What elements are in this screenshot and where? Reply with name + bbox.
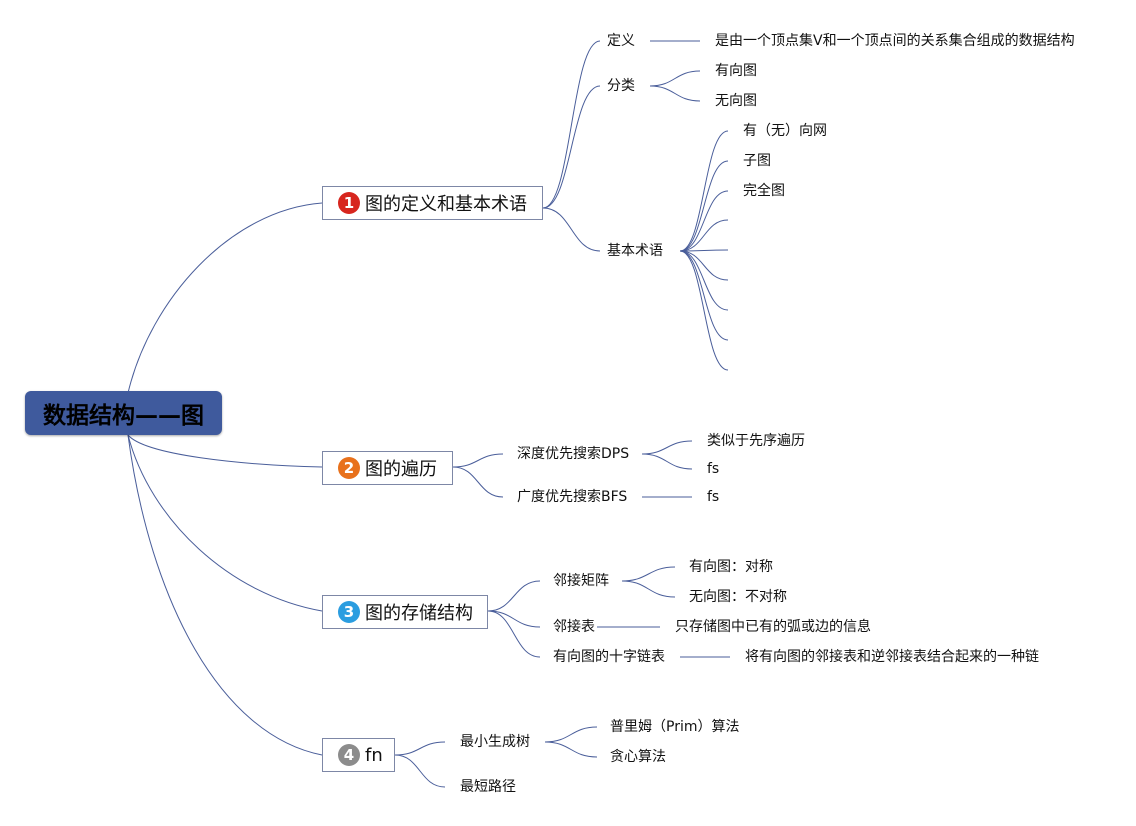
- connector-t3-orthogonal: [487, 610, 541, 658]
- subtopic-mst[interactable]: 最小生成树: [460, 734, 530, 750]
- connector-mst-greedy: [544, 741, 598, 758]
- topic-label: fn: [365, 744, 383, 766]
- connector-t2-bfs: [452, 466, 504, 498]
- connector-root-topic-1: [127, 202, 323, 394]
- connector-term-8: [679, 250, 729, 371]
- topic-graph-traversal[interactable]: 2 图的遍历: [322, 451, 453, 485]
- adjacency-list-detail: 只存储图中已有的弧或边的信息: [675, 619, 871, 635]
- classification-item-undirected: 无向图: [715, 93, 757, 109]
- connector-root-topic-2: [127, 434, 323, 468]
- definition-detail: 是由一个顶点集V和一个顶点间的关系集合组成的数据结构: [715, 33, 1075, 49]
- priority-2-icon: 2: [338, 457, 360, 479]
- connector-term-3: [679, 219, 729, 252]
- connector-term-2: [679, 190, 729, 252]
- root-topic[interactable]: 数据结构——图: [25, 391, 222, 435]
- connector-term-6: [679, 250, 729, 311]
- connector-matrix-undirected: [621, 580, 676, 598]
- topic-fn[interactable]: 4 fn: [322, 738, 395, 772]
- connector-t3-matrix: [487, 580, 541, 612]
- bfs-item-fs: fs: [707, 489, 720, 505]
- topic-label: 图的存储结构: [365, 603, 473, 624]
- classification-item-directed: 有向图: [715, 63, 757, 79]
- connector-matrix-directed: [621, 566, 676, 582]
- connector-t4-mst: [394, 741, 446, 756]
- connector-t1-definition: [542, 40, 601, 209]
- connector-t3-list: [487, 610, 541, 628]
- matrix-item-directed: 有向图：对称: [689, 559, 773, 575]
- topic-graph-storage[interactable]: 3 图的存储结构: [322, 595, 488, 629]
- connector-root-topic-3: [127, 434, 323, 612]
- matrix-item-undirected: 无向图：不对称: [689, 589, 787, 605]
- connector-term-7: [679, 250, 729, 341]
- topic-label: 图的定义和基本术语: [365, 194, 527, 215]
- connector-root-topic-4: [127, 434, 323, 756]
- priority-3-icon: 3: [338, 601, 360, 623]
- connector-classification-directed: [649, 70, 701, 87]
- connector-dfs-preorder: [641, 440, 693, 455]
- connector-term-0: [679, 130, 729, 252]
- connector-mst-prim: [544, 726, 598, 743]
- orthogonal-list-detail: 将有向图的邻接表和逆邻接表结合起来的一种链: [745, 649, 1039, 665]
- connector-term-1: [679, 160, 729, 252]
- connector-term-5: [679, 250, 729, 281]
- connector-t4-shortest: [394, 754, 446, 788]
- subtopic-adjacency-list[interactable]: 邻接表: [553, 619, 595, 635]
- mst-item-greedy: 贪心算法: [610, 749, 666, 765]
- priority-4-icon: 4: [338, 744, 360, 766]
- term-network: 有（无）向网: [743, 123, 827, 139]
- subtopic-orthogonal-list[interactable]: 有向图的十字链表: [553, 649, 665, 665]
- dfs-item-fs: fs: [707, 461, 720, 477]
- subtopic-adjacency-matrix[interactable]: 邻接矩阵: [553, 573, 609, 589]
- topic-label: 图的遍历: [365, 459, 437, 480]
- subtopic-definition[interactable]: 定义: [607, 33, 635, 49]
- term-complete-graph: 完全图: [743, 183, 785, 199]
- mst-item-prim: 普里姆（Prim）算法: [610, 719, 740, 735]
- subtopic-bfs[interactable]: 广度优先搜索BFS: [517, 489, 628, 505]
- priority-1-icon: 1: [338, 192, 360, 214]
- connector-classification-undirected: [649, 85, 701, 102]
- root-topic-label: 数据结构——图: [43, 403, 204, 429]
- connector-t1-terms: [542, 207, 601, 252]
- topic-graph-definition[interactable]: 1 图的定义和基本术语: [322, 186, 543, 220]
- subtopic-basic-terms[interactable]: 基本术语: [607, 243, 663, 259]
- connector-dfs-fs: [641, 453, 693, 470]
- subtopic-dfs[interactable]: 深度优先搜索DPS: [517, 446, 630, 462]
- dfs-item-preorder: 类似于先序遍历: [707, 433, 805, 449]
- subtopic-classification[interactable]: 分类: [607, 78, 635, 94]
- connector-term-4: [679, 249, 729, 252]
- term-subgraph: 子图: [743, 153, 771, 169]
- connector-t2-dfs: [452, 453, 504, 468]
- connector-t1-classification: [542, 85, 601, 209]
- subtopic-shortest-path[interactable]: 最短路径: [460, 779, 516, 795]
